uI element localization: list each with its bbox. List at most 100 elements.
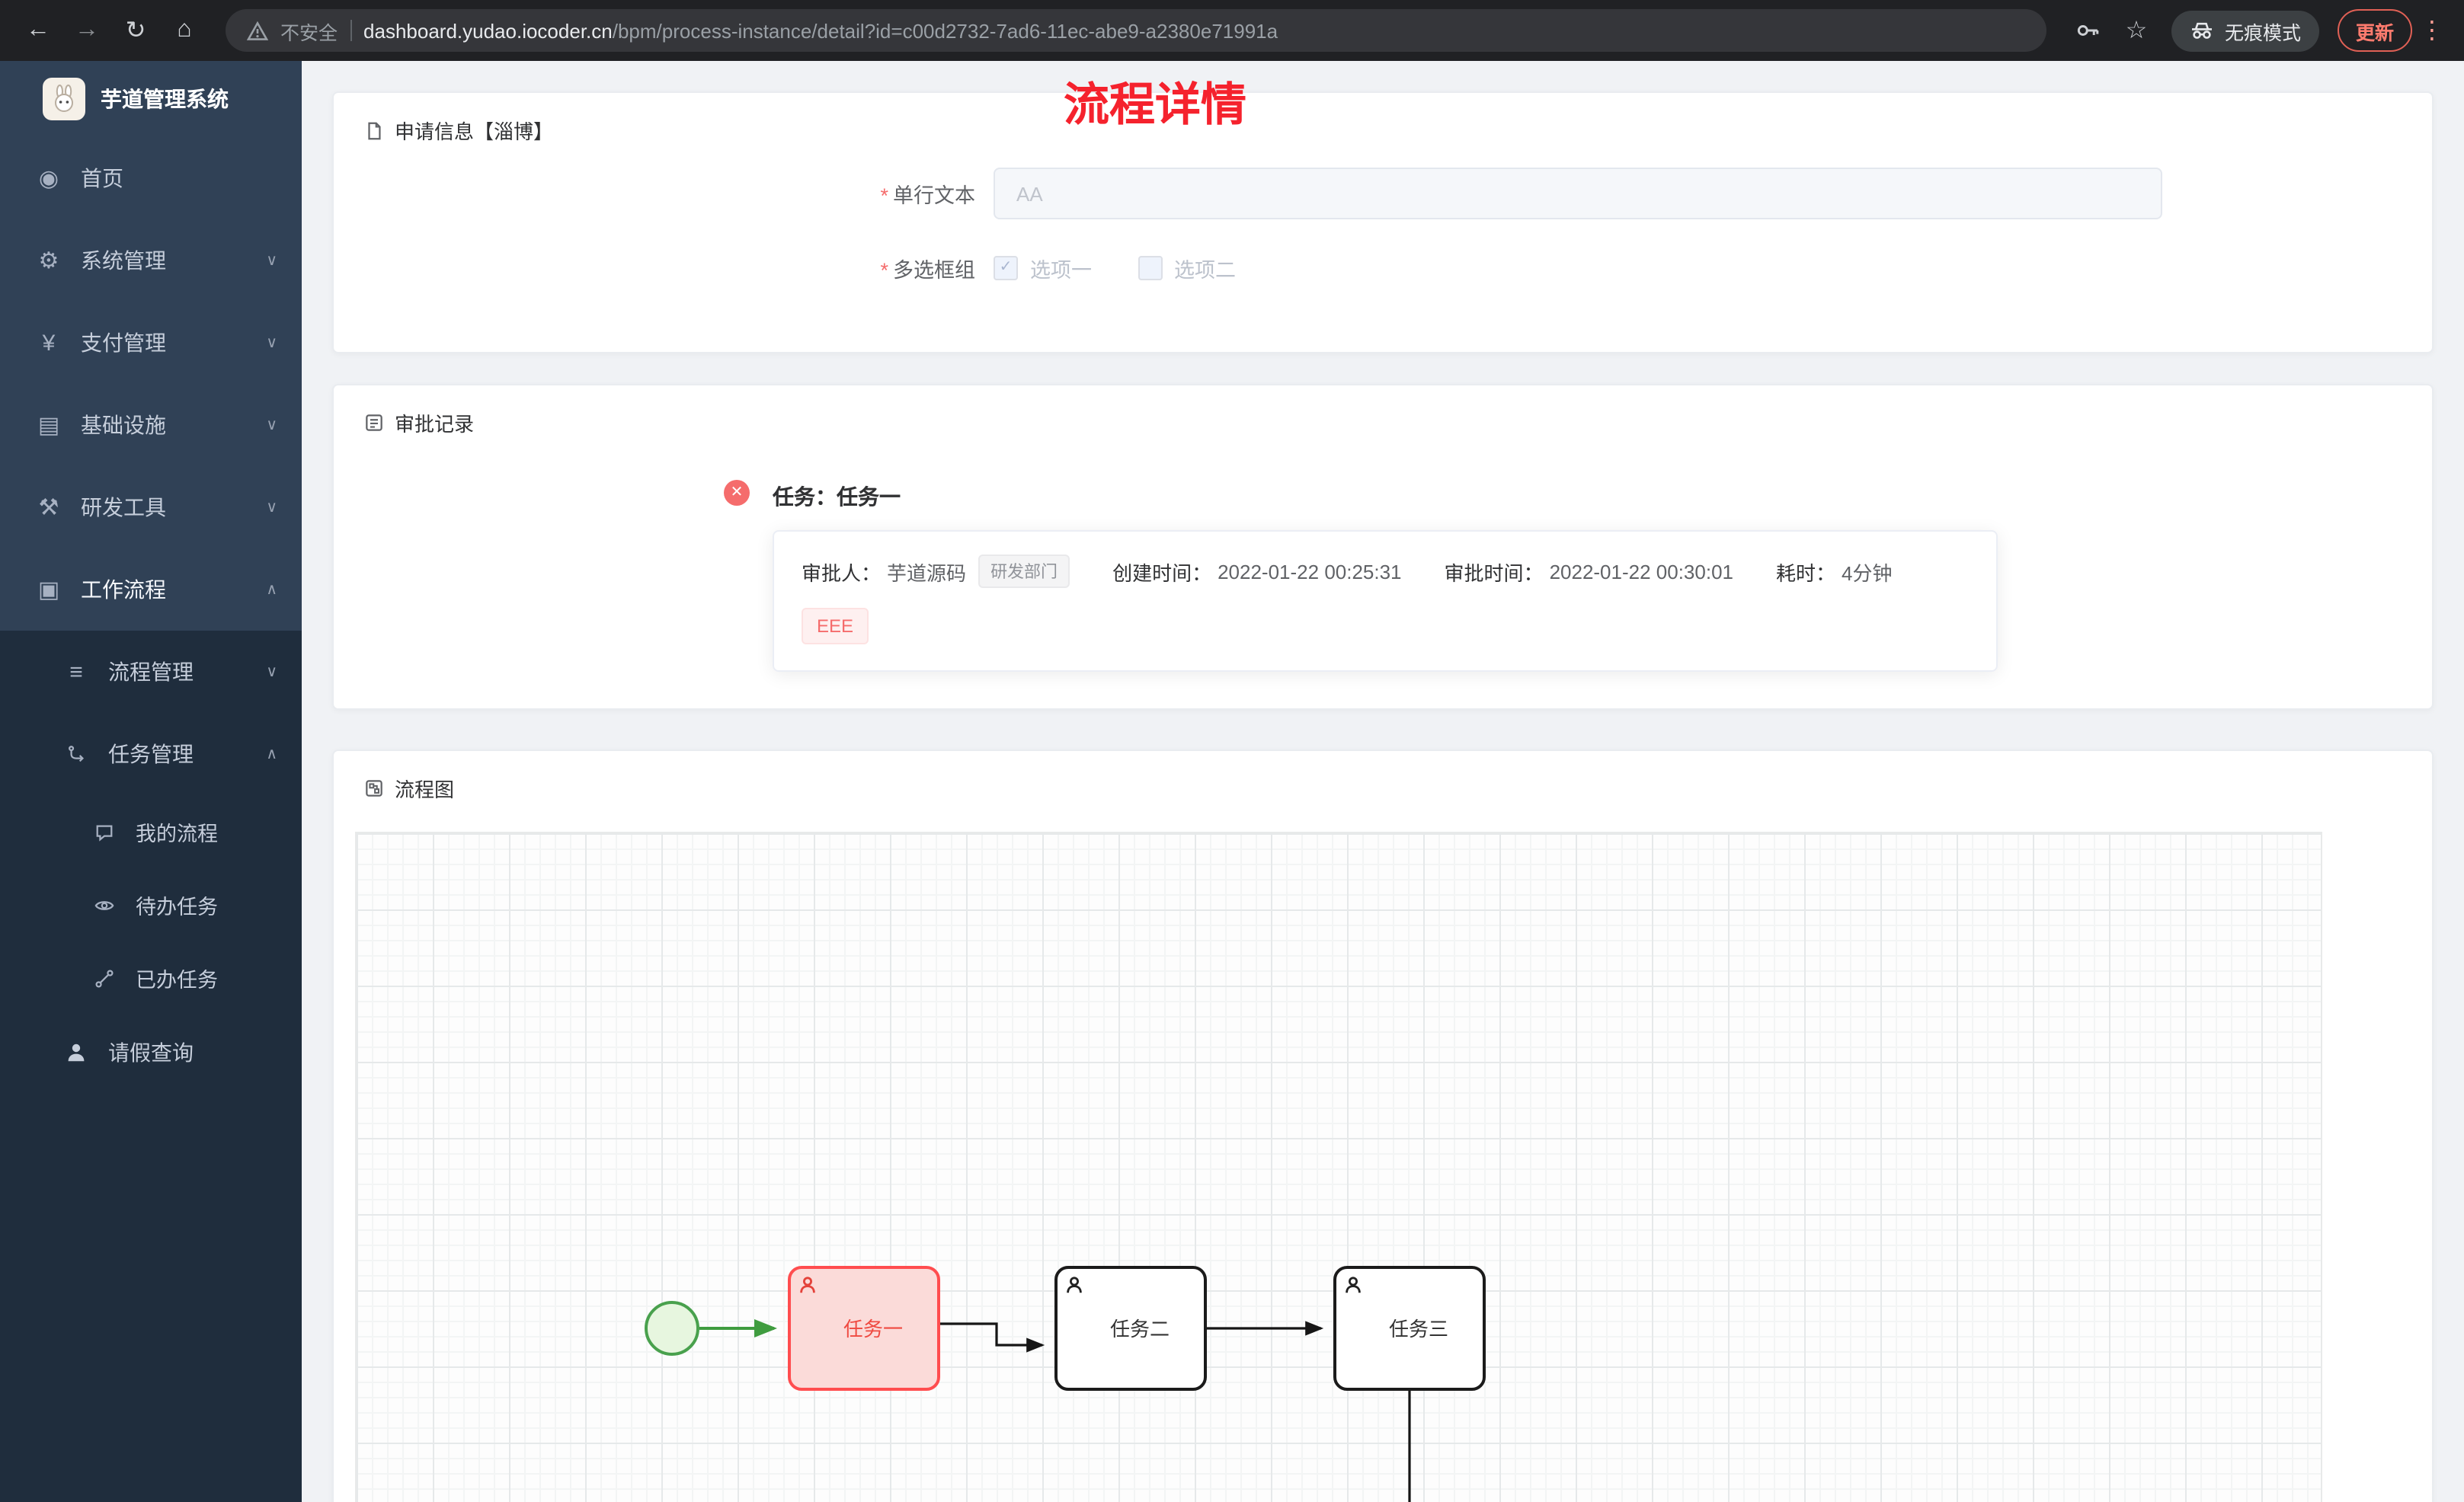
approver-label: 审批人： xyxy=(802,561,882,584)
duration-value: 4分钟 xyxy=(1842,561,1893,584)
sidebar-item-done-tasks[interactable]: 已办任务 xyxy=(0,941,302,1015)
approval-records-header: 审批记录 xyxy=(334,385,2432,437)
sidebar-item-leave-query[interactable]: 请假查询 xyxy=(0,1015,302,1091)
user-task-icon xyxy=(1346,1277,1361,1293)
link-nodes-icon xyxy=(88,968,119,988)
update-label: 更新 xyxy=(2355,22,2394,43)
chevron-up-icon: ∧ xyxy=(266,746,277,762)
sidebar-item-label: 研发工具 xyxy=(81,495,166,519)
sidebar-item-my-process[interactable]: 我的流程 xyxy=(0,795,302,868)
sidebar-item-label: 请假查询 xyxy=(108,1040,194,1065)
task-rejected-icon: ✕ xyxy=(724,480,750,506)
list-icon: ≡ xyxy=(69,659,83,685)
sidebar-item-label: 任务管理 xyxy=(108,742,194,766)
form-row-checkbox: *多选框组 ✓ 选项一 选项二 xyxy=(334,253,2432,283)
apply-info-card: 申请信息【淄博】 *单行文本 *多选框组 ✓ 选项一 选项二 xyxy=(332,91,2434,353)
address-bar[interactable]: 不安全 dashboard.yudao.iocoder.cn/bpm/proce… xyxy=(226,9,2046,52)
incognito-icon xyxy=(2191,22,2212,39)
browser-toolbar: ← → ↻ ⌂ 不安全 dashboard.yudao.iocoder.cn/b… xyxy=(0,0,2464,61)
sidebar-item-label: 待办任务 xyxy=(136,896,218,919)
bpmn-task-3[interactable]: 任务三 xyxy=(1333,1266,1486,1391)
app-logo xyxy=(43,78,85,120)
process-diagram-header: 流程图 xyxy=(334,751,2432,803)
bpmn-task-2[interactable]: 任务二 xyxy=(1054,1266,1207,1391)
task-node-label: 任务一 xyxy=(843,1318,903,1341)
sidebar-item-label: 系统管理 xyxy=(81,248,166,273)
sidebar-item-label: 工作流程 xyxy=(81,577,166,602)
sidebar-item-label: 支付管理 xyxy=(81,331,166,355)
password-key-button[interactable] xyxy=(2065,8,2110,53)
incognito-badge: 无痕模式 xyxy=(2171,10,2319,51)
sidebar-item-todo-tasks[interactable]: 待办任务 xyxy=(0,868,302,941)
comment-tag: EEE xyxy=(802,608,869,644)
approval-detail-line: 审批人： 芋道源码 研发部门 创建时间： 2022-01-22 00:25:31… xyxy=(802,554,1969,588)
key-icon xyxy=(2077,25,2099,36)
incognito-label: 无痕模式 xyxy=(2224,22,2301,43)
approval-task-title: 任务：任务一 xyxy=(773,484,901,509)
url-text: dashboard.yudao.iocoder.cn/bpm/process-i… xyxy=(363,19,1278,42)
forward-icon: → xyxy=(75,17,99,43)
bookmark-button[interactable]: ☆ xyxy=(2114,8,2159,53)
approver-group: 审批人： 芋道源码 研发部门 xyxy=(802,554,1070,588)
home-button[interactable]: ⌂ xyxy=(162,8,207,53)
bpmn-task-1[interactable]: 任务一 xyxy=(788,1266,940,1391)
create-time-value: 2022-01-22 00:25:31 xyxy=(1218,560,1402,583)
process-diagram-card: 流程图 xyxy=(332,749,2434,1502)
back-button[interactable]: ← xyxy=(15,8,61,53)
apply-info-header: 申请信息【淄博】 xyxy=(334,93,2432,145)
sidebar-item-infrastructure[interactable]: ▤ 基础设施 ∨ xyxy=(0,384,302,466)
create-time-label: 创建时间： xyxy=(1112,561,1212,584)
user-task-icon xyxy=(1067,1277,1082,1293)
app-title: 芋道管理系统 xyxy=(101,87,229,111)
approve-time-value: 2022-01-22 00:30:01 xyxy=(1549,560,1733,583)
record-icon xyxy=(364,413,384,433)
sidebar-item-label: 已办任务 xyxy=(136,969,218,992)
infrastructure-icon: ▤ xyxy=(37,413,60,439)
sidebar-item-label: 首页 xyxy=(81,166,123,190)
document-icon xyxy=(364,120,384,141)
tools-icon: ⚒ xyxy=(38,495,59,521)
forward-button[interactable]: → xyxy=(64,8,110,53)
sidebar-item-payment[interactable]: ¥ 支付管理 ∨ xyxy=(0,302,302,384)
url-domain: dashboard.yudao.iocoder.cn xyxy=(363,19,613,42)
sidebar-item-label: 我的流程 xyxy=(136,823,218,845)
checkbox-group: ✓ 选项一 选项二 xyxy=(994,253,1236,283)
chevron-down-icon: ∨ xyxy=(266,334,277,351)
sidebar-item-process-management[interactable]: ≡ 流程管理 ∨ xyxy=(0,631,302,713)
task-node-label: 任务三 xyxy=(1389,1318,1448,1341)
process-diagram-title: 流程图 xyxy=(395,778,455,801)
sidebar-item-home[interactable]: ◉ 首页 xyxy=(0,137,302,219)
workflow-icon: ▣ xyxy=(37,577,60,603)
sidebar-item-devtools[interactable]: ⚒ 研发工具 ∨ xyxy=(0,466,302,548)
not-secure-warning-icon xyxy=(247,21,268,40)
bpmn-canvas[interactable]: 任务一 任务二 xyxy=(355,832,2322,1502)
browser-menu-button[interactable]: ⋮ xyxy=(2415,15,2449,46)
user-task-icon xyxy=(800,1277,815,1293)
duration-label: 耗时： xyxy=(1776,561,1836,584)
checkbox-label: 选项一 xyxy=(1030,259,1092,282)
sidebar-item-label: 基础设施 xyxy=(81,413,166,437)
branch-icon xyxy=(61,744,91,764)
checkbox-option-1[interactable]: ✓ 选项一 xyxy=(994,253,1092,283)
sidebar-item-system[interactable]: ⚙ 系统管理 ∨ xyxy=(0,219,302,302)
bpmn-diagram: 任务一 任务二 xyxy=(645,1266,1486,1502)
gear-icon: ⚙ xyxy=(38,248,59,274)
form-row-text: *单行文本 xyxy=(334,168,2432,219)
text-field-label: *单行文本 xyxy=(880,184,975,207)
page-title: 流程详情 xyxy=(1064,81,1246,131)
checkbox-label: 选项二 xyxy=(1174,259,1236,282)
app-logo-row[interactable]: 芋道管理系统 xyxy=(0,61,302,137)
refresh-button[interactable]: ↻ xyxy=(113,8,158,53)
diagram-icon xyxy=(364,778,384,798)
yen-icon: ¥ xyxy=(42,330,56,356)
sidebar-item-workflow[interactable]: ▣ 工作流程 ∧ xyxy=(0,548,302,631)
checkbox-option-2[interactable]: 选项二 xyxy=(1138,253,1236,283)
single-line-text-input[interactable] xyxy=(994,168,2162,219)
sidebar: 芋道管理系统 ◉ 首页 ⚙ 系统管理 ∨ ¥ 支付管理 ∨ ▤ 基础设施 ∨ ⚒… xyxy=(0,61,302,1502)
chrome-update-button[interactable]: 更新 xyxy=(2337,9,2412,52)
sidebar-item-task-management[interactable]: 任务管理 ∧ xyxy=(0,713,302,795)
bpmn-start-event[interactable] xyxy=(645,1301,699,1356)
refresh-icon: ↻ xyxy=(125,18,146,44)
approver-name: 芋道源码 xyxy=(887,561,967,584)
sidebar-item-label: 流程管理 xyxy=(108,660,194,684)
